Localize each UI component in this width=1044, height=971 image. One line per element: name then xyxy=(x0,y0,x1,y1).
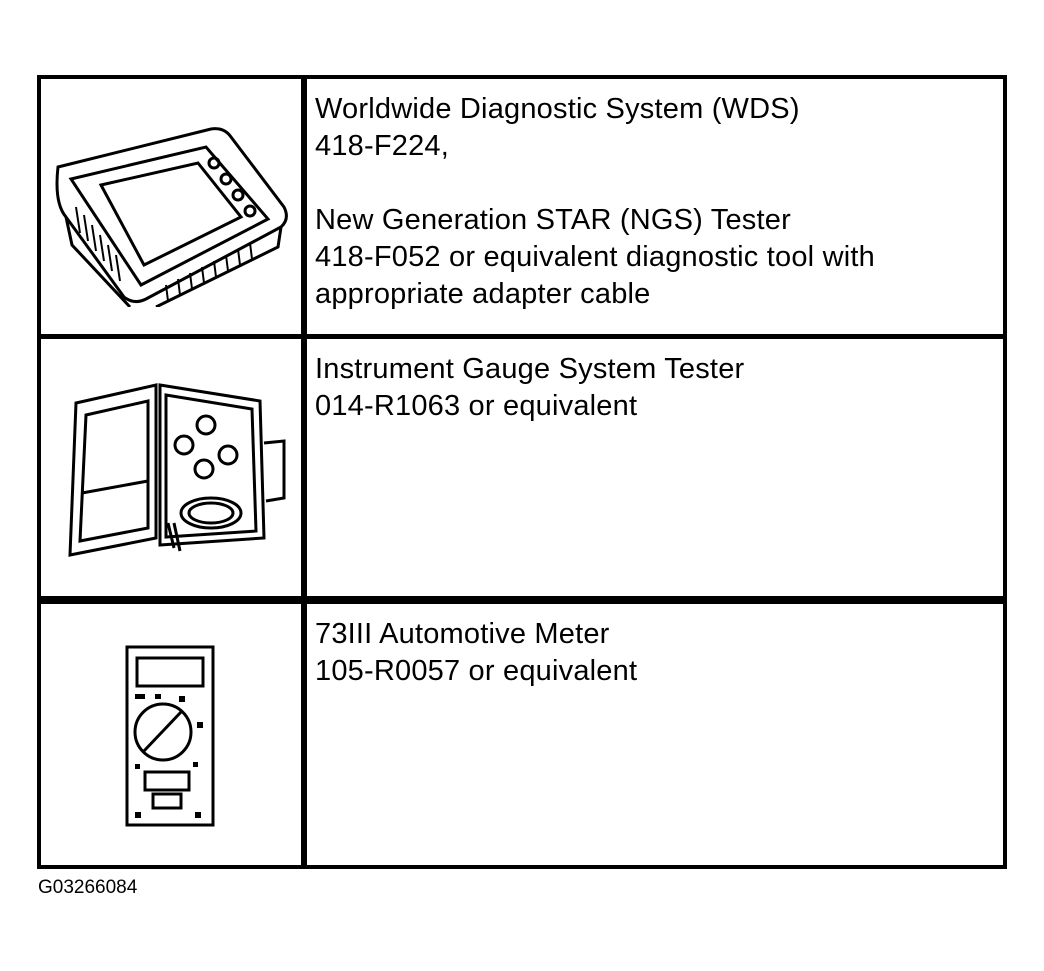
gauge-tester-case-icon xyxy=(68,382,286,557)
tool-name: Instrument Gauge System Tester xyxy=(315,353,745,385)
tool-number: 418-F052 or equivalent diagnostic tool w… xyxy=(315,241,875,273)
tool-name: Worldwide Diagnostic System (WDS) xyxy=(315,93,800,125)
tool-number: 418-F224, xyxy=(315,130,449,162)
tool-note: appropriate adapter cable xyxy=(315,278,651,310)
tool-description: 73III Automotive Meter 105-R0057 or equi… xyxy=(315,616,995,690)
tool-image-cell xyxy=(41,604,301,869)
table-row: 73III Automotive Meter 105-R0057 or equi… xyxy=(41,604,1003,869)
multimeter-icon xyxy=(125,645,215,826)
tool-description: Instrument Gauge System Tester 014-R1063… xyxy=(315,351,995,425)
tool-description: Worldwide Diagnostic System (WDS) 418-F2… xyxy=(315,91,995,313)
table-row: Instrument Gauge System Tester 014-R1063… xyxy=(41,339,1003,604)
tool-number: 105-R0057 or equivalent xyxy=(315,655,638,687)
tool-number: 014-R1063 or equivalent xyxy=(315,390,638,422)
tool-image-cell xyxy=(41,79,301,334)
figure-id: G03266084 xyxy=(38,877,138,898)
table-row: Worldwide Diagnostic System (WDS) 418-F2… xyxy=(41,79,1003,339)
tool-image-cell xyxy=(41,339,301,596)
diagnostic-tester-icon xyxy=(55,126,288,307)
tool-name: New Generation STAR (NGS) Tester xyxy=(315,204,791,236)
special-tools-table: Worldwide Diagnostic System (WDS) 418-F2… xyxy=(37,75,1007,869)
tool-name: 73III Automotive Meter xyxy=(315,618,610,650)
